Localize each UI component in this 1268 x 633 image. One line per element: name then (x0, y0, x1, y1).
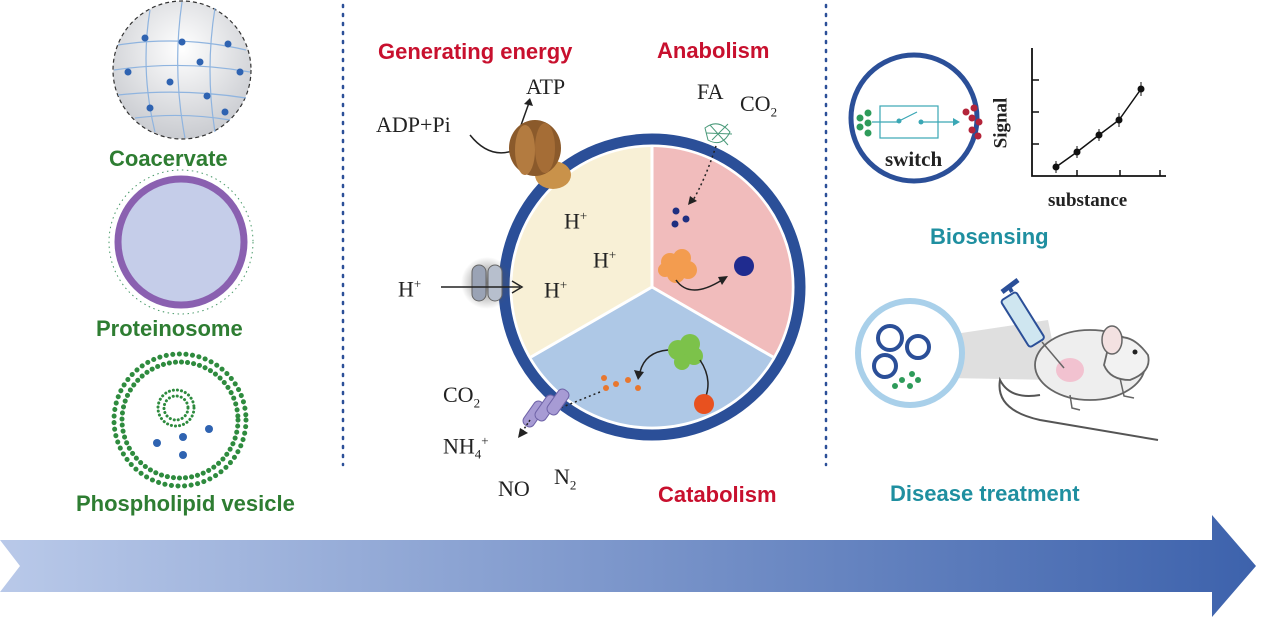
catabolism-sector (531, 287, 773, 427)
energy-sector (512, 147, 652, 357)
syringe-icon (1000, 278, 1065, 369)
treatment-icon (855, 298, 1060, 408)
atp-synthase-icon (469, 98, 571, 189)
coacervate-label: Coacervate (109, 146, 228, 171)
atp-label: ATP (526, 74, 566, 99)
h-plus-outer-label: H+ (398, 276, 422, 302)
transporter-icon (518, 388, 601, 438)
catabolism-label: Catabolism (658, 482, 777, 507)
proteinosome-label: Proteinosome (96, 316, 243, 341)
mouse-icon (998, 325, 1159, 441)
catabolism-enzyme-icon (601, 334, 714, 414)
coacervate-icon (112, 0, 252, 140)
phospholipid-vesicle-label: Phospholipid vesicle (76, 491, 295, 516)
biosensor-icon (848, 52, 983, 184)
switch-label: switch (885, 147, 943, 171)
co2-bottom-label: CO2 (443, 382, 481, 411)
generating-energy-label: Generating energy (378, 39, 573, 64)
phospholipid-vesicle-icon (111, 351, 249, 489)
disease-treatment-label: Disease treatment (890, 481, 1080, 506)
progress-arrow (0, 515, 1256, 617)
biosensing-label: Biosensing (930, 224, 1049, 249)
signal-chart (1031, 48, 1166, 177)
proteinosome-icon (108, 169, 254, 315)
co2-top-label: CO2 (740, 91, 778, 120)
no-label: NO (498, 476, 530, 501)
fa-label: FA (697, 79, 724, 104)
adp-pi-label: ADP+Pi (376, 112, 451, 137)
n2-label: N2 (554, 464, 577, 493)
nh4-label: NH4+ (443, 433, 489, 462)
anabolism-label: Anabolism (657, 38, 770, 63)
substance-axis-label: substance (1048, 190, 1128, 211)
anabolism-sector (652, 147, 792, 357)
h-plus-label-1: H+ (564, 208, 588, 234)
signal-axis-label: Signal (990, 97, 1012, 149)
h-plus-label-2: H+ (593, 247, 617, 273)
membrane-channel-icon (441, 257, 524, 309)
h-plus-label-3: H+ (544, 277, 568, 303)
enzyme-icon (658, 123, 754, 291)
